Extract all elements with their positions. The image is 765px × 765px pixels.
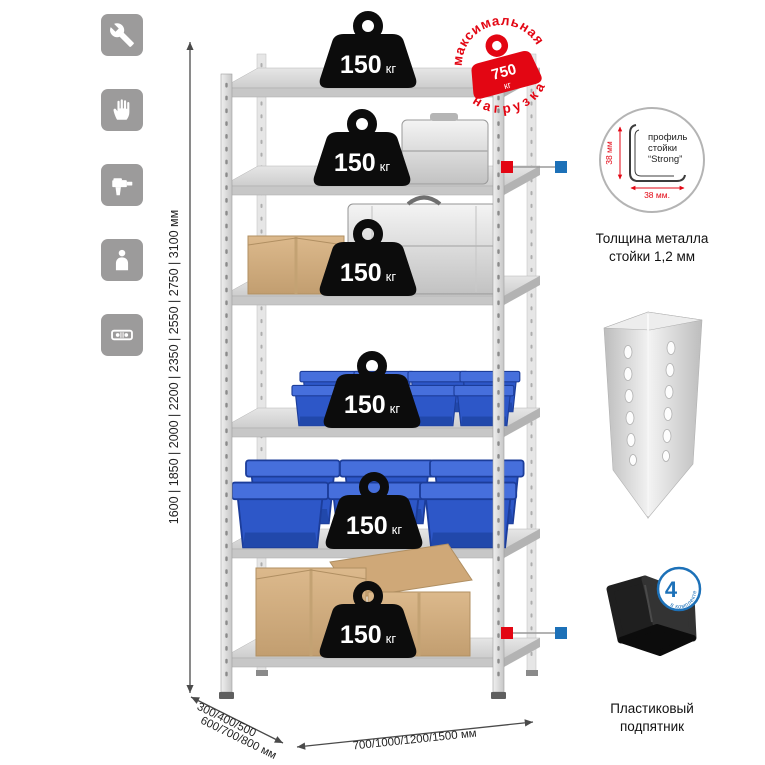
profile-caption: Толщина металла стойки 1,2 мм	[564, 230, 740, 266]
stamp-weight-icon: 750 кг	[471, 34, 542, 99]
profile-cross-section-drawing	[629, 124, 686, 182]
foot-caption-line-1: Пластиковый	[610, 701, 694, 716]
profile-callout-connector	[501, 161, 567, 173]
marker-blue-top	[555, 161, 567, 173]
width-dimension-label: 700/1000/1200/1500 мм	[352, 728, 477, 753]
foot-caption-line-2: подпятник	[619, 718, 685, 734]
shelf-load-weight	[324, 356, 421, 429]
profile-dim-vertical: 38 мм	[604, 141, 614, 165]
kit-count-value: 4	[665, 577, 678, 602]
aluminum-case-small	[401, 113, 489, 185]
shelf-load-weight	[314, 114, 411, 187]
shelf-load-weight	[320, 16, 417, 89]
profile-callout: 38 мм 38 мм. профиль стойки “Strong”	[599, 107, 705, 213]
wrench-icon	[101, 14, 143, 56]
upright-post-image	[603, 311, 703, 519]
profile-caption-line-2: стойки 1,2 мм	[608, 248, 696, 264]
marker-blue-bottom	[555, 627, 567, 639]
height-dimension: 1600 | 1850 | 2000 | 2200 | 2350 | 2550 …	[167, 42, 194, 693]
profile-caption-line-1: Толщина металла	[595, 231, 709, 246]
level-icon	[101, 314, 143, 356]
foot-callout-connector	[501, 627, 567, 639]
rack-foot-left	[219, 692, 234, 699]
marker-red-top	[501, 161, 513, 173]
drill-icon	[101, 164, 143, 206]
height-dimension-label: 1600 | 1850 | 2000 | 2200 | 2350 | 2550 …	[167, 210, 181, 524]
profile-label-2: стойки	[648, 143, 677, 154]
person-icon	[101, 239, 143, 281]
glove-icon	[101, 89, 143, 131]
svg-text:750: 750	[490, 61, 519, 84]
profile-dim-horizontal: 38 мм.	[644, 190, 670, 200]
svg-text:кг: кг	[503, 79, 513, 91]
kit-count-badge: 4 в комплекте	[656, 566, 702, 612]
profile-label-1: профиль	[648, 132, 687, 143]
rack-foot-right	[491, 692, 506, 699]
foot-caption: Пластиковый подпятник	[564, 700, 740, 736]
rack-post-back-right	[526, 53, 537, 673]
max-load-stamp: максимальная нагрузка 750 кг	[440, 1, 555, 125]
marker-red-bottom	[501, 627, 513, 639]
depth-dimension: 300/400/500 600/700/800 мм	[190, 696, 284, 762]
feature-icons	[101, 14, 143, 356]
profile-label-3: “Strong”	[648, 154, 682, 165]
width-dimension: 700/1000/1200/1500 мм	[296, 719, 534, 753]
